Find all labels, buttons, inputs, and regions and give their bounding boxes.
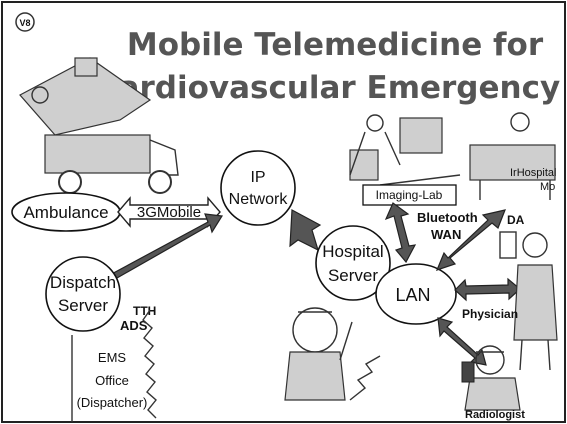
mobile-3g-label: 3GMobile xyxy=(137,204,201,221)
radiologist-label: Radiologist xyxy=(465,409,525,421)
wan-label: WAN xyxy=(431,227,461,242)
imaging-lab-illustration xyxy=(349,114,461,186)
ems-office-building xyxy=(71,309,157,422)
pda-label: DA xyxy=(507,213,525,227)
mo-label: Mo xyxy=(540,181,555,193)
nurse-illustration xyxy=(284,307,381,401)
lan-radiologist-arrow xyxy=(437,317,487,366)
pda-icon xyxy=(499,231,517,259)
hospital-server-node xyxy=(315,225,391,301)
hospital-server-label-2: Server xyxy=(328,266,378,285)
lan-imaging-arrow xyxy=(384,202,417,264)
mobile-3g-arrow xyxy=(117,196,221,228)
ambulance-illustration xyxy=(19,57,179,194)
imaging-lab-box xyxy=(362,184,457,206)
ems-label-1: EMS xyxy=(98,350,127,365)
dispatch-server-label-2: Server xyxy=(58,296,108,315)
ads-label: ADS xyxy=(120,318,148,333)
imaging-lab-label: Imaging-Lab xyxy=(376,188,443,202)
bed-lan-arrow xyxy=(435,209,506,271)
dispatch-server-label-1: Dispatch xyxy=(50,273,116,292)
hospital-server-label-1: Hospital xyxy=(322,242,383,261)
ip-network-node xyxy=(220,150,296,226)
title-line-2: Cardiovascular Emergency xyxy=(96,70,560,106)
logo-text: V8 xyxy=(19,18,30,28)
ems-label-2: Office xyxy=(95,373,129,388)
lan-physician-arrow xyxy=(454,277,521,302)
bluetooth-label: Bluetooth xyxy=(417,210,478,225)
ir-hospital-label: IrHospital xyxy=(510,167,556,179)
ems-label-3: (Dispatcher) xyxy=(77,395,148,410)
logo-icon: V8 xyxy=(15,12,35,32)
lan-node xyxy=(375,263,457,325)
ip-hospital-arrow xyxy=(289,209,322,252)
lan-label: LAN xyxy=(395,285,430,305)
dispatch-server-node xyxy=(45,256,121,332)
physician-label: Physician xyxy=(462,307,518,321)
hospital-bed-illustration: IrHospital Mo xyxy=(469,112,556,200)
radiologist-illustration xyxy=(461,345,521,411)
physician-illustration xyxy=(513,232,558,371)
ip-network-label-2: Network xyxy=(229,191,289,208)
ip-network-label-1: IP xyxy=(250,169,265,186)
ambulance-label: Ambulance xyxy=(23,203,108,222)
title-line-1: Mobile Telemedicine for xyxy=(127,27,544,63)
tth-label: TTH xyxy=(133,304,156,318)
